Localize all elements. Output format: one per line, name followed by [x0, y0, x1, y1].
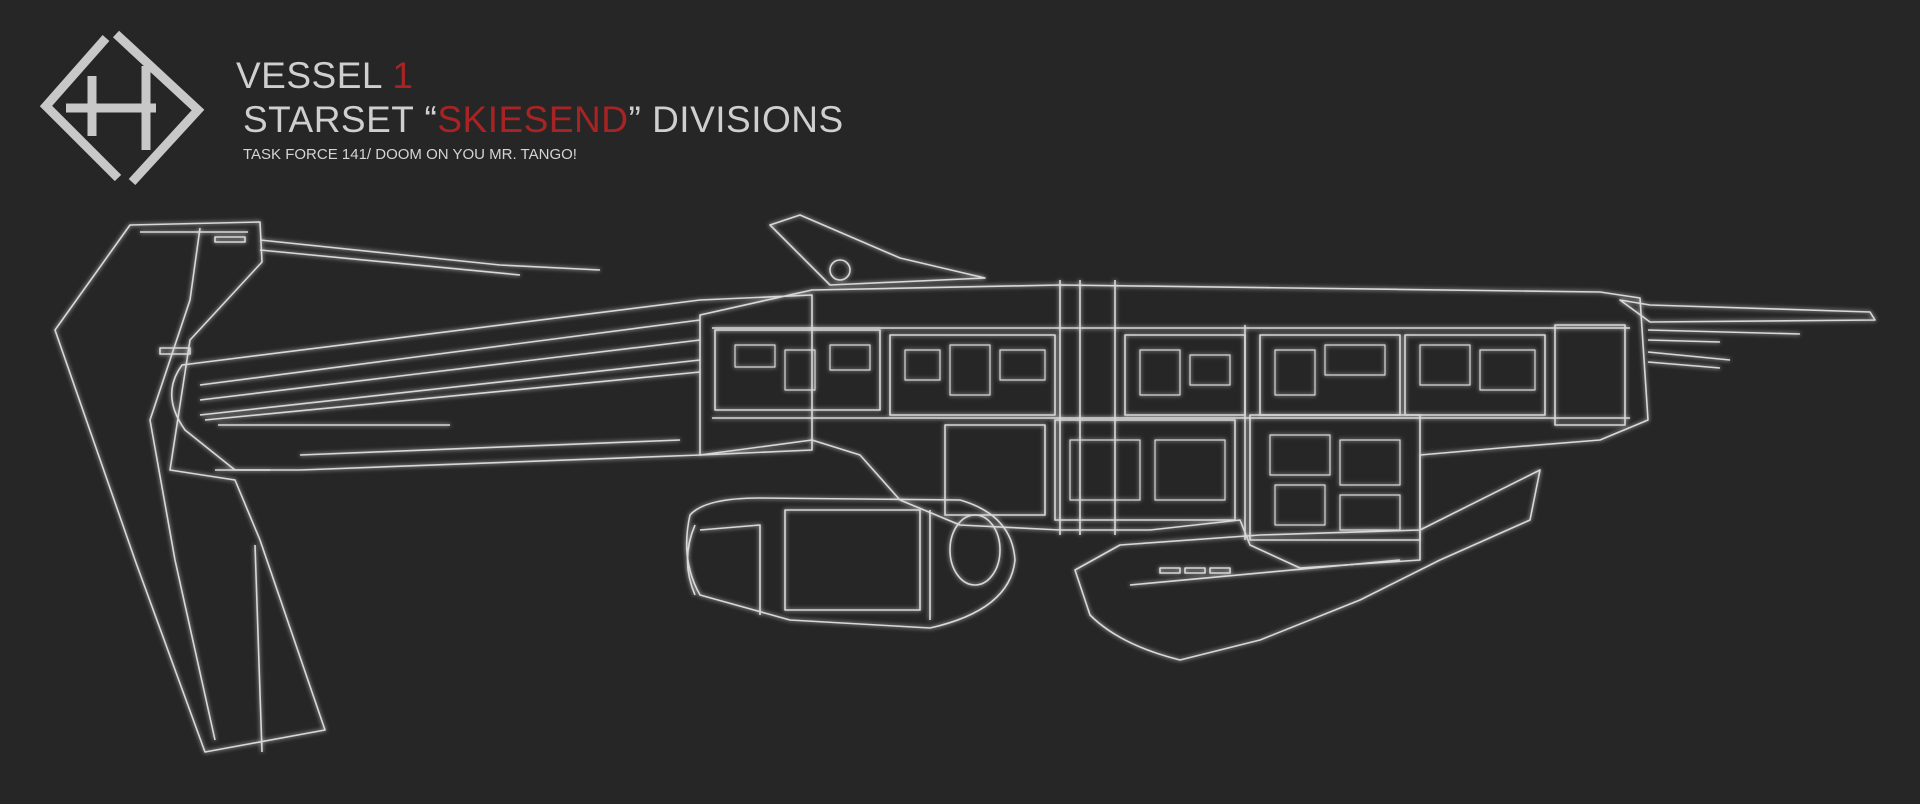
lower-hangar [1074, 469, 1541, 661]
quote-open: “ [424, 99, 438, 140]
title-block: VESSEL 1 STARSET “SKIESEND” DIVISIONS TA… [236, 54, 844, 164]
ship-heading: STARSET “SKIESEND” DIVISIONS [243, 98, 844, 142]
dorsal-fin [769, 214, 986, 286]
interior-details [734, 344, 1536, 531]
vessel-number: 1 [392, 55, 414, 96]
ship-name: SKIESEND [437, 99, 629, 140]
divisions-label: DIVISIONS [652, 99, 844, 140]
main-boom [170, 239, 813, 471]
diamond-emblem-icon [39, 30, 205, 186]
starset-prefix: STARSET [243, 99, 414, 140]
rear-wing [54, 221, 326, 753]
vessel-heading: VESSEL 1 [236, 54, 844, 98]
forward-antennae [1619, 299, 1876, 369]
subtitle: TASK FORCE 141/ DOOM ON YOU MR. TANGO! [243, 146, 577, 163]
engine-pod [685, 497, 1016, 629]
quote-close: ” [628, 99, 642, 140]
main-hull [699, 280, 1649, 569]
vessel-label: VESSEL [236, 55, 382, 96]
